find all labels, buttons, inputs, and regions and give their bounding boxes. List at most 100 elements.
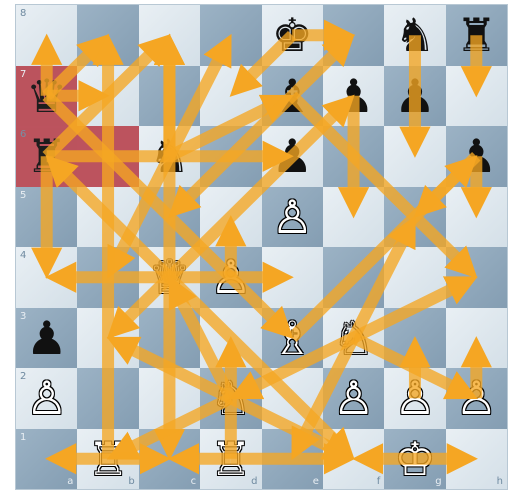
black-bishop-icon[interactable]: ♝ (272, 73, 313, 119)
square-h4[interactable] (446, 247, 507, 308)
square-e5[interactable]: ♙ (262, 187, 323, 248)
square-g2[interactable]: ♙ (384, 368, 445, 429)
rank-label: 8 (20, 8, 26, 19)
square-e6[interactable]: ♟ (262, 126, 323, 187)
square-h5[interactable] (446, 187, 507, 248)
square-h7[interactable] (446, 66, 507, 127)
square-f6[interactable] (323, 126, 384, 187)
square-b3[interactable] (77, 308, 138, 369)
square-c7[interactable] (139, 66, 200, 127)
white-knight-icon[interactable]: ♘ (210, 375, 251, 421)
white-rook-icon[interactable]: ♖ (210, 436, 251, 482)
file-label: d (251, 476, 257, 487)
square-c4[interactable]: ♕ (139, 247, 200, 308)
white-pawn-icon[interactable]: ♙ (26, 375, 67, 421)
black-knight-icon[interactable]: ♞ (394, 12, 435, 58)
square-d3[interactable] (200, 308, 261, 369)
black-knight-icon[interactable]: ♞ (149, 133, 190, 179)
file-label: e (313, 476, 319, 487)
square-c1[interactable]: c (139, 429, 200, 490)
square-f1[interactable]: f (323, 429, 384, 490)
black-rook-icon[interactable]: ♜ (456, 12, 497, 58)
square-b1[interactable]: b♖ (77, 429, 138, 490)
square-g4[interactable] (384, 247, 445, 308)
square-c8[interactable] (139, 5, 200, 66)
square-b4[interactable] (77, 247, 138, 308)
square-a4[interactable]: 4 (16, 247, 77, 308)
white-knight-icon[interactable]: ♘ (333, 315, 374, 361)
square-g7[interactable]: ♟ (384, 66, 445, 127)
white-king-icon[interactable]: ♔ (394, 436, 435, 482)
black-pawn-icon[interactable]: ♟ (333, 73, 374, 119)
square-f2[interactable]: ♙ (323, 368, 384, 429)
square-h2[interactable]: ♙ (446, 368, 507, 429)
square-h6[interactable]: ♟ (446, 126, 507, 187)
file-label: g (435, 476, 441, 487)
square-g8[interactable]: ♞ (384, 5, 445, 66)
rank-label: 5 (20, 190, 26, 201)
square-g5[interactable] (384, 187, 445, 248)
square-c3[interactable] (139, 308, 200, 369)
square-b6[interactable] (77, 126, 138, 187)
black-pawn-icon[interactable]: ♟ (456, 133, 497, 179)
square-d1[interactable]: d♖ (200, 429, 261, 490)
rank-label: 4 (20, 250, 26, 261)
square-a7[interactable]: 7♛ (16, 66, 77, 127)
square-b8[interactable] (77, 5, 138, 66)
black-queen-icon[interactable]: ♛ (26, 73, 67, 119)
white-queen-icon[interactable]: ♕ (149, 254, 190, 300)
white-rook-icon[interactable]: ♖ (87, 436, 128, 482)
square-g6[interactable] (384, 126, 445, 187)
square-d8[interactable] (200, 5, 261, 66)
square-d7[interactable] (200, 66, 261, 127)
square-d2[interactable]: ♘ (200, 368, 261, 429)
white-bishop-icon[interactable]: ♗ (272, 315, 313, 361)
square-e1[interactable]: e (262, 429, 323, 490)
square-c5[interactable] (139, 187, 200, 248)
square-f8[interactable] (323, 5, 384, 66)
square-e2[interactable] (262, 368, 323, 429)
white-pawn-icon[interactable]: ♙ (394, 375, 435, 421)
square-h1[interactable]: h (446, 429, 507, 490)
square-d4[interactable]: ♙ (200, 247, 261, 308)
square-e7[interactable]: ♝ (262, 66, 323, 127)
square-d5[interactable] (200, 187, 261, 248)
black-pawn-icon[interactable]: ♟ (394, 73, 435, 119)
square-b2[interactable] (77, 368, 138, 429)
square-c2[interactable] (139, 368, 200, 429)
square-f4[interactable] (323, 247, 384, 308)
square-e3[interactable]: ♗ (262, 308, 323, 369)
square-a2[interactable]: 2♙ (16, 368, 77, 429)
square-h3[interactable] (446, 308, 507, 369)
white-pawn-icon[interactable]: ♙ (456, 375, 497, 421)
square-c6[interactable]: ♞ (139, 126, 200, 187)
black-pawn-icon[interactable]: ♟ (26, 315, 67, 361)
square-e8[interactable]: ♚ (262, 5, 323, 66)
square-g1[interactable]: g♔ (384, 429, 445, 490)
white-pawn-icon[interactable]: ♙ (272, 194, 313, 240)
black-rook-icon[interactable]: ♜ (26, 133, 67, 179)
black-pawn-icon[interactable]: ♟ (272, 133, 313, 179)
white-pawn-icon[interactable]: ♙ (333, 375, 374, 421)
square-a6[interactable]: 6♜ (16, 126, 77, 187)
square-d6[interactable] (200, 126, 261, 187)
square-b7[interactable] (77, 66, 138, 127)
square-a3[interactable]: 3♟ (16, 308, 77, 369)
file-label: b (128, 476, 134, 487)
file-label: h (497, 476, 503, 487)
square-g3[interactable] (384, 308, 445, 369)
square-f5[interactable] (323, 187, 384, 248)
black-king-icon[interactable]: ♚ (272, 12, 313, 58)
white-pawn-icon[interactable]: ♙ (210, 254, 251, 300)
square-f7[interactable]: ♟ (323, 66, 384, 127)
square-h8[interactable]: ♜ (446, 5, 507, 66)
square-a5[interactable]: 5 (16, 187, 77, 248)
file-label: c (191, 476, 197, 487)
square-a8[interactable]: 8 (16, 5, 77, 66)
square-e4[interactable] (262, 247, 323, 308)
square-f3[interactable]: ♘ (323, 308, 384, 369)
square-b5[interactable] (77, 187, 138, 248)
